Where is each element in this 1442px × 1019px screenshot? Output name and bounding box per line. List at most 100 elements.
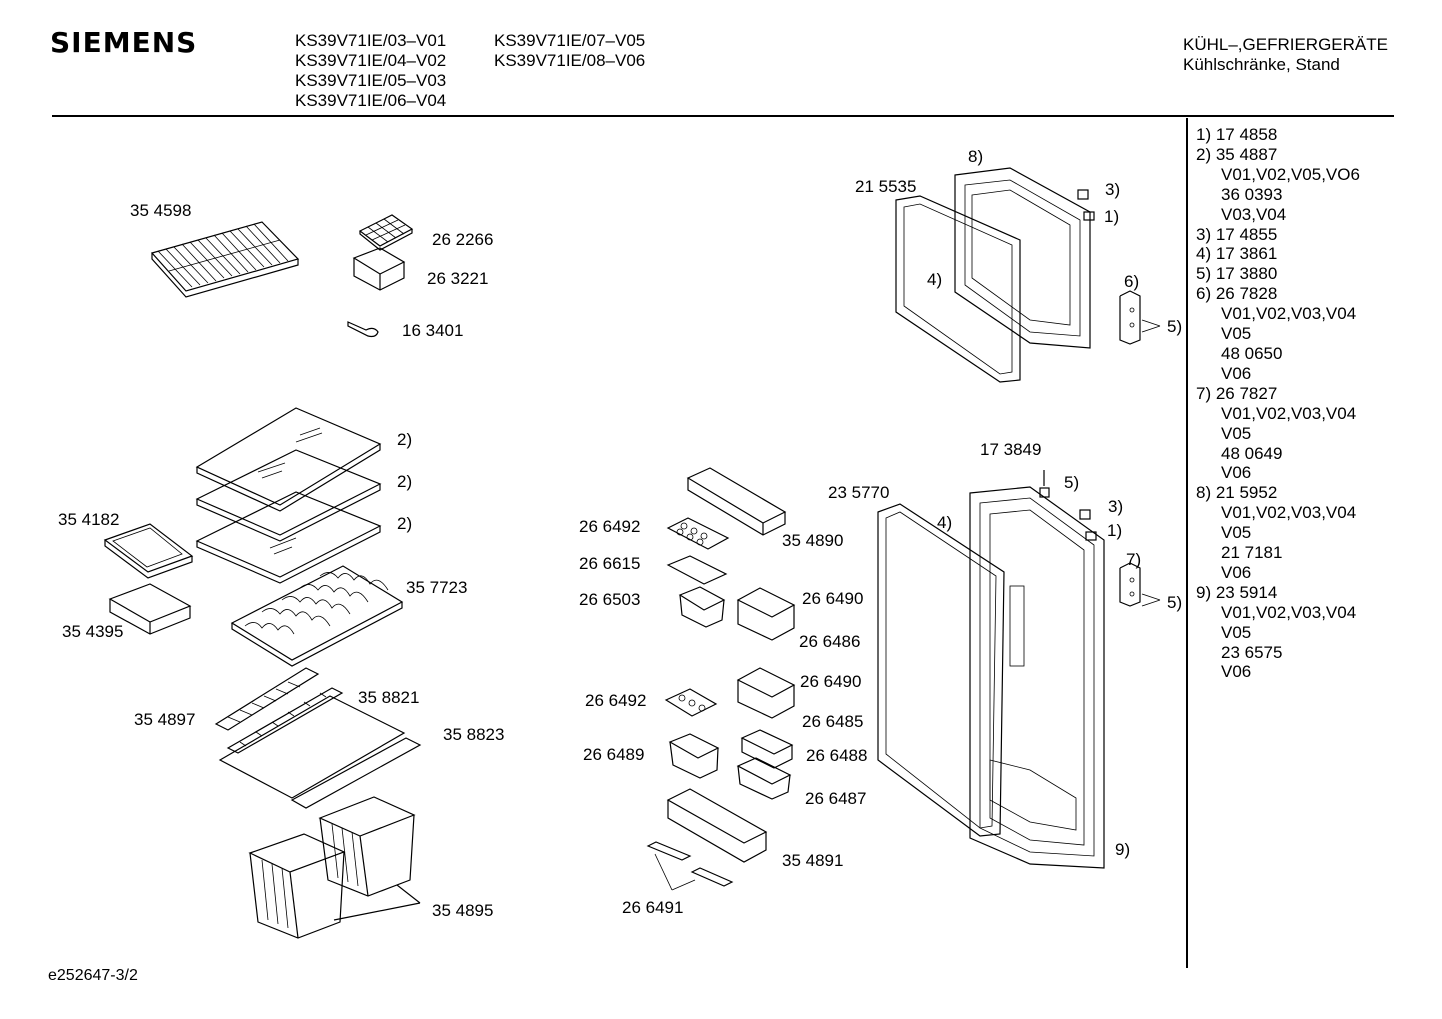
legend-row: 9) 23 5914 [1196,582,1278,602]
legend-row: 7) 26 7827 [1196,383,1278,403]
model-item: KS39V71IE/06–V04 [295,91,447,110]
label-266503: 26 6503 [579,590,641,609]
legend-row: V06 [1221,363,1252,383]
label-354891: 35 4891 [782,851,844,870]
ice-tray-262266 [358,214,414,251]
label-266486: 26 6486 [799,632,861,651]
ref-2b: 2) [397,472,413,491]
label-358823: 35 8823 [443,725,505,744]
box-266487 [736,757,792,800]
ref-3b: 3) [1108,497,1124,516]
box-266489 [668,733,720,779]
document-id: e252647-3/2 [48,967,138,984]
bottle-rack-357723 [230,565,404,667]
legend-row: V01,V02,V03,V04 [1221,304,1357,324]
drawer-354395 [108,583,192,635]
legend-row: 2) 35 4887 [1196,144,1278,164]
label-266492-a: 26 6492 [579,517,641,536]
ref-7: 7) [1126,550,1142,569]
legend-row: 1) 17 4858 [1196,125,1278,144]
freezer-gasket [895,195,1021,383]
ref-3a: 3) [1105,180,1121,199]
ref-4a: 4) [927,270,943,289]
egg-tray-266492-top [666,517,730,550]
glass-plate-358821 [218,687,406,799]
ref-5c: 5) [1167,593,1183,612]
model-list-2: KS39V71IE/07–V05 KS39V71IE/08–V06 [494,31,645,71]
glass-shelf-middle [195,449,382,542]
hinge-bracket-7 [1119,562,1161,607]
label-235770: 23 5770 [828,483,890,502]
ref-1a: 1) [1104,207,1120,226]
legend-row: 36 0393 [1221,184,1283,204]
freezer-door [954,167,1091,349]
strips-266491 [646,841,734,891]
legend-row: V05 [1221,523,1252,543]
legend-row: 5) 17 3880 [1196,264,1278,284]
label-173849: 17 3849 [980,440,1042,459]
model-item: KS39V71IE/08–V06 [494,51,646,70]
model-item: KS39V71IE/05–V03 [295,71,447,90]
label-266490-a: 26 6490 [802,589,864,608]
label-266487: 26 6487 [805,789,867,808]
label-266615: 26 6615 [579,554,641,573]
label-163401: 16 3401 [402,321,464,340]
legend-row: V06 [1221,662,1252,682]
ref-8: 8) [968,147,984,166]
model-item: KS39V71IE/04–V02 [295,51,447,70]
hinge-bracket-6 [1119,290,1161,345]
ref-6: 6) [1124,272,1140,291]
legend-row: V01,V02,V03,V04 [1221,602,1357,622]
box-266503 [678,586,726,628]
scoop-163401 [347,321,379,338]
label-266492-b: 26 6492 [585,691,647,710]
glass-shelf-top [195,407,382,512]
fridge-door [969,486,1105,869]
category-subtitle: Kühlschränke, Stand [1183,55,1340,74]
legend-row: 48 0649 [1221,443,1283,463]
legend-row: 4) 17 3861 [1196,244,1278,264]
legend-row: V06 [1221,463,1252,483]
ref-2a: 2) [397,430,413,449]
category: KÜHL–,GEFRIERGERÄTE Kühlschränke, Stand [1183,35,1388,75]
legend-row: 8) 21 5952 [1196,483,1278,503]
label-354890: 35 4890 [782,531,844,550]
ref-2c: 2) [397,514,413,533]
legend-row: V05 [1221,423,1252,443]
legend-row: V01,V02,V03,V04 [1221,503,1357,523]
bin-266490-b [736,667,796,719]
label-266490-b: 26 6490 [800,672,862,691]
legend-row: V05 [1221,622,1252,642]
hinge-pin-3b [1079,509,1091,520]
label-354182: 35 4182 [58,510,120,529]
legend-row: V05 [1221,324,1252,344]
hinge-cap-1b [1085,531,1097,541]
tray-354182 [103,523,194,579]
strip-358823 [290,737,422,809]
insert-266615 [666,555,728,585]
glass-shelf-bottom [195,491,382,584]
label-354897: 35 4897 [134,710,196,729]
box-263221 [352,247,406,291]
legend-row: V06 [1221,562,1252,582]
door-shelf-354891 [666,788,768,863]
legend-row: V01,V02,V05,VO6 [1221,164,1360,184]
model-item: KS39V71IE/03–V01 [295,31,447,50]
label-354895: 35 4895 [432,901,494,920]
legend-row: 3) 17 4855 [1196,224,1278,244]
label-215535: 21 5535 [855,177,917,196]
category-title: KÜHL–,GEFRIERGERÄTE [1183,35,1388,54]
label-266491: 26 6491 [622,898,684,917]
label-354598: 35 4598 [130,201,192,220]
box-266488 [740,729,794,769]
legend-row: 23 6575 [1221,642,1283,662]
ref-4b: 4) [937,513,953,532]
legend-row: 48 0650 [1221,343,1283,363]
label-263221: 26 3221 [427,269,489,288]
label-354395: 35 4395 [62,622,124,641]
label-266489: 26 6489 [583,745,645,764]
legend-row: 6) 26 7828 [1196,284,1278,304]
screw-173849 [1039,470,1050,498]
